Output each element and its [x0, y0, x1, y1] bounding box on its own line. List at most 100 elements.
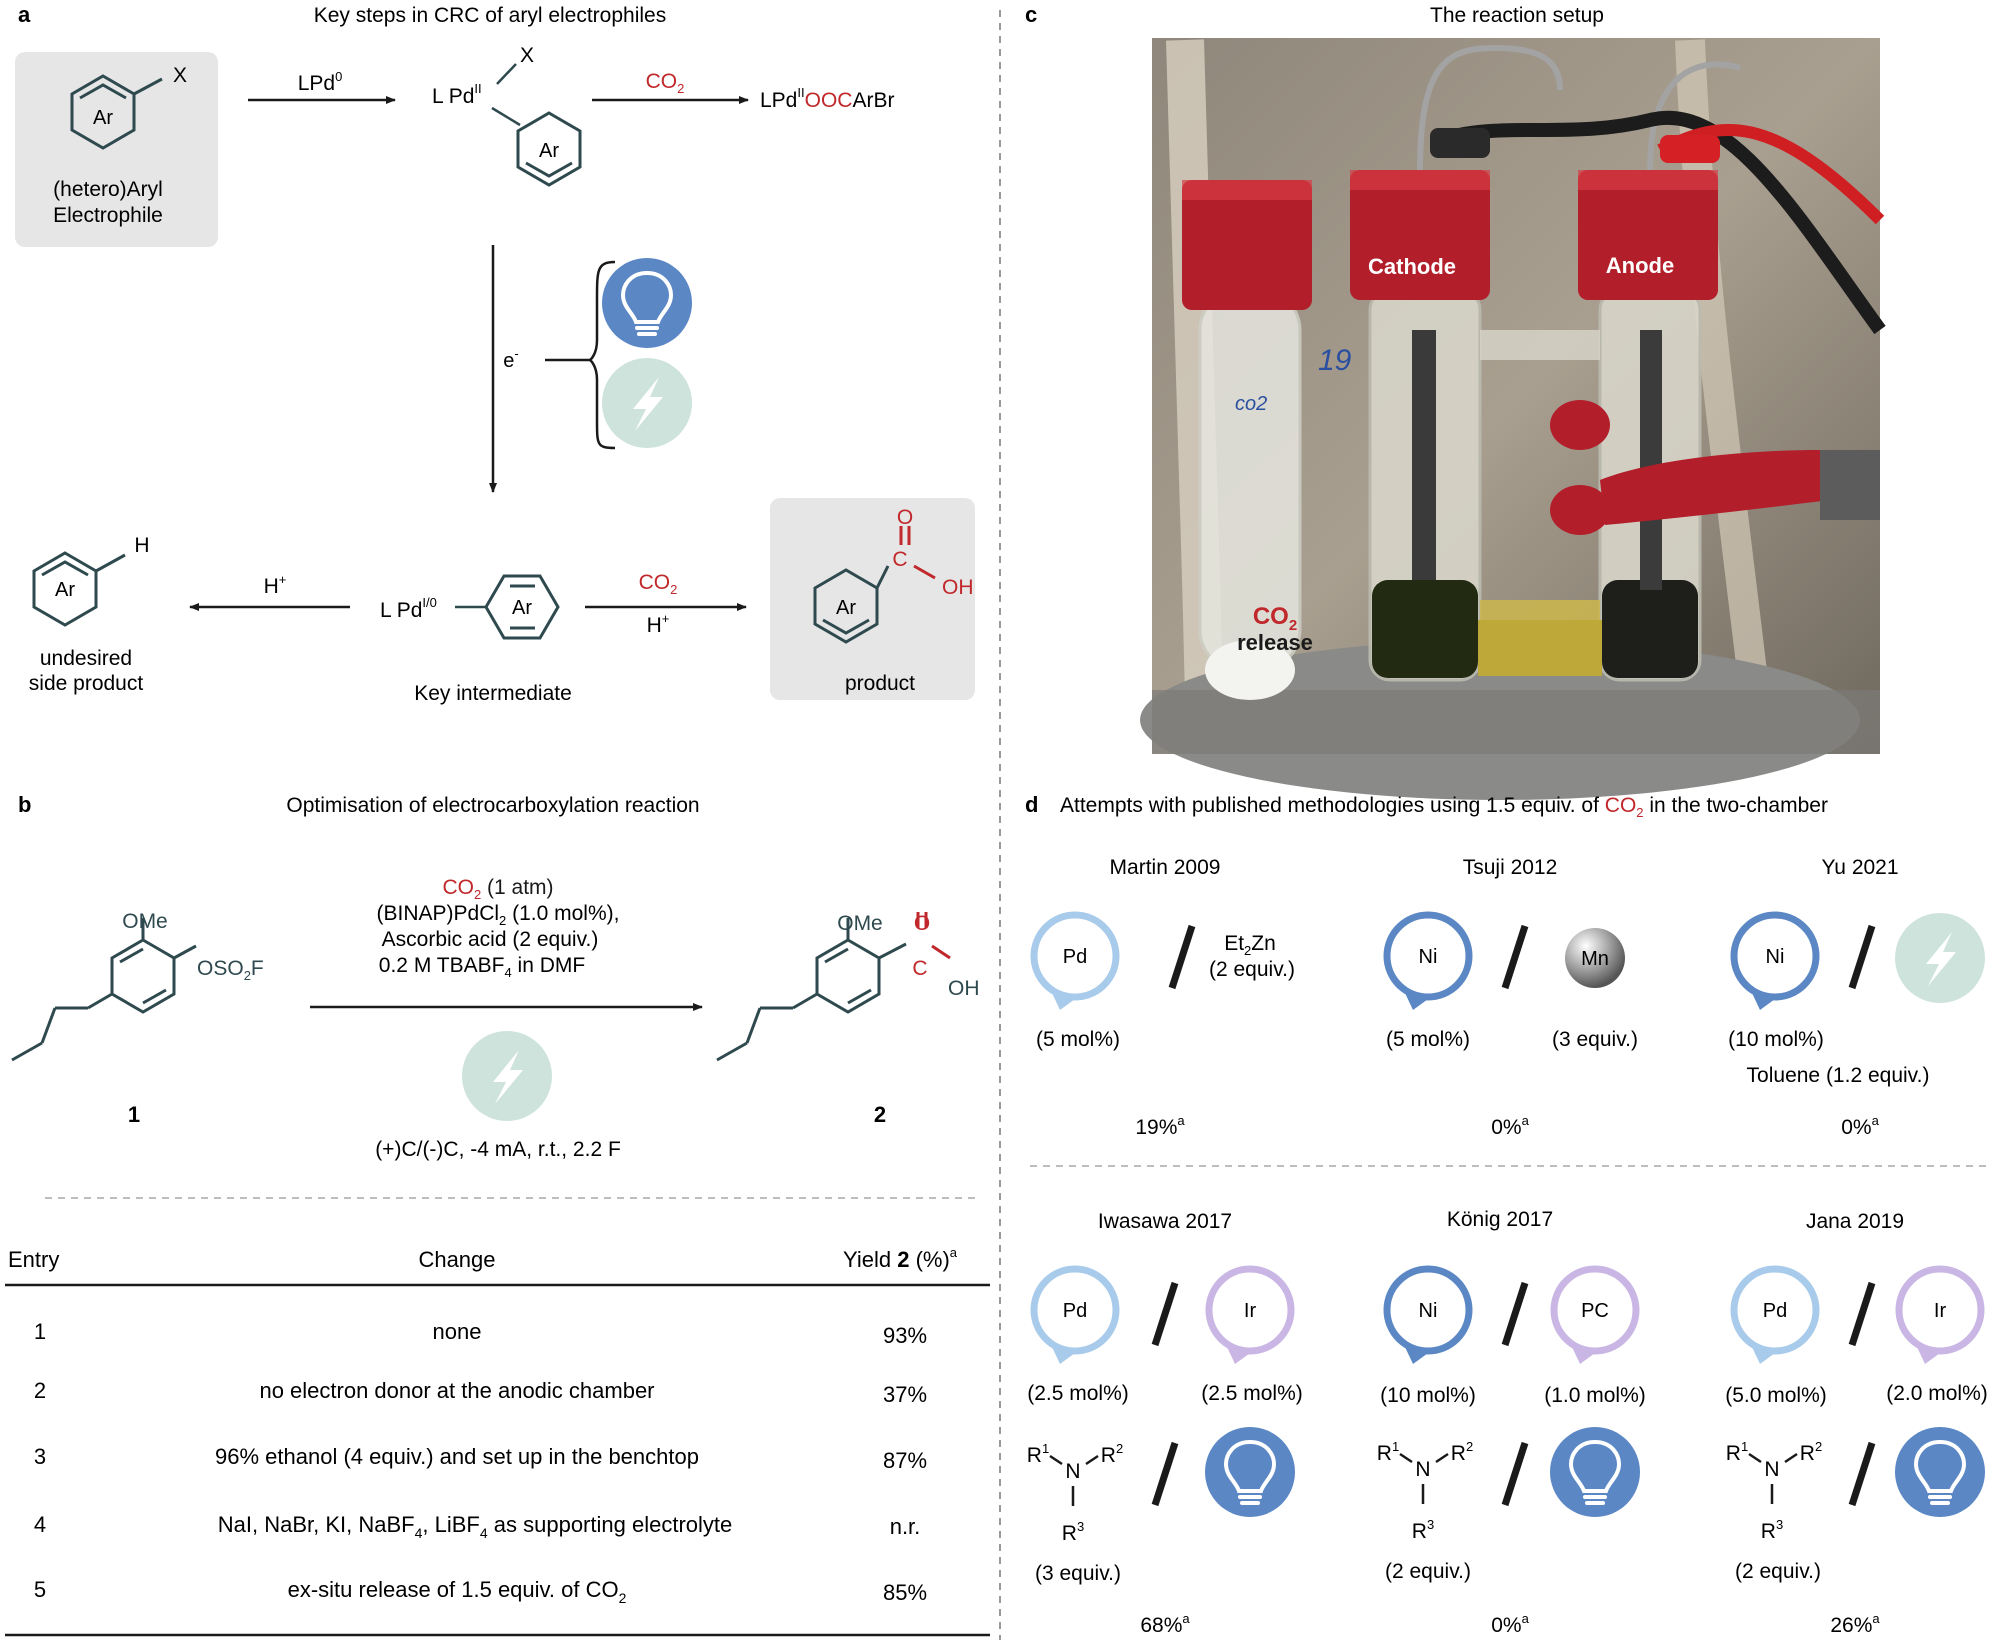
- amine-n: N: [1764, 1458, 1779, 1481]
- row-2-yield: 37%: [883, 1382, 927, 1407]
- slash-divider: [1151, 1281, 1179, 1347]
- anode-label: Anode: [1606, 253, 1674, 278]
- pd-x: X: [520, 44, 534, 67]
- panel-a-title: Key steps in CRC of aryl electrophiles: [314, 4, 666, 27]
- substrate-box: [15, 52, 218, 247]
- red-clip: [1660, 135, 1720, 163]
- pd-ring-label: Ar: [539, 140, 559, 162]
- anode-electrode: [1640, 330, 1662, 590]
- row-3-yield: 87%: [883, 1448, 927, 1473]
- catalyst-amount: (5 mol%): [1386, 1028, 1470, 1051]
- partner-label: Ir: [1244, 1300, 1257, 1322]
- electron-label: e-: [503, 346, 518, 372]
- partner-label: Mn: [1581, 948, 1609, 970]
- catalyst-amount: (10 mol%): [1380, 1384, 1476, 1407]
- product-label: product: [845, 672, 915, 695]
- amine-amount: (3 equiv.): [1035, 1562, 1121, 1585]
- release-tube-cap: [1182, 180, 1312, 310]
- electrochemistry-icon: [462, 1031, 552, 1121]
- partner-label: Et2Zn: [1224, 932, 1276, 958]
- panel-c-title: The reaction setup: [1430, 4, 1604, 27]
- method-yield: 0%a: [1841, 1113, 1879, 1139]
- product-box: [770, 498, 975, 700]
- panel-a: a Key steps in CRC of aryl electrophiles…: [15, 2, 975, 705]
- product-2-o: O: [914, 912, 930, 935]
- method-tsuji-2012: Tsuji 2012 Ni Mn (5 mol%) (3 equiv.) 0%a: [1383, 856, 1638, 1139]
- light-bulb-icon: [1893, 1425, 1987, 1519]
- amine-r3: R3: [1062, 1519, 1084, 1545]
- arrow1-label: LPd0: [298, 69, 343, 95]
- pd-complex-label: L PdII: [432, 81, 482, 108]
- amine-r3: R3: [1412, 1517, 1434, 1543]
- side-label-2: side product: [29, 672, 144, 695]
- panel-b-letter: b: [18, 792, 31, 817]
- co2-release-label: release: [1237, 630, 1313, 655]
- table-row: 3 96% ethanol (4 equiv.) and set up in t…: [34, 1444, 927, 1473]
- cathode-cap: [1350, 170, 1490, 300]
- condition-co2: CO2 (1 atm): [442, 876, 553, 902]
- row-4-change: NaI, NaBr, KI, NaBF4, LiBF4 as supportin…: [218, 1512, 732, 1541]
- partner-amount: (2.0 mol%): [1886, 1382, 1988, 1405]
- catalyst-label: Pd: [1063, 1300, 1087, 1322]
- amine-r1: R1: [1377, 1439, 1399, 1465]
- condition-reductant: Ascorbic acid (2 equiv.): [382, 928, 599, 951]
- black-lead: [1437, 110, 1886, 335]
- amine-r2: R2: [1101, 1441, 1123, 1467]
- product-ring: [813, 568, 879, 644]
- panel-b: b Optimisation of electrocarboxylation r…: [5, 792, 990, 1637]
- lightning-icon: [1895, 913, 1985, 1003]
- substrate-label-2: Electrophile: [53, 204, 163, 227]
- product-2: OMe O C OH 2: [716, 912, 980, 1127]
- panel-c: c The reaction setup: [1025, 2, 1886, 800]
- product-oh: OH: [942, 576, 974, 599]
- tube-note: co2: [1235, 393, 1267, 415]
- slash-divider: [1501, 1281, 1529, 1347]
- intermediate-ring: [484, 574, 560, 640]
- light-bulb-icon: [600, 256, 694, 350]
- compound-1-number: 1: [128, 1102, 140, 1127]
- protonation-label: H+: [264, 572, 287, 598]
- cathode-label: Cathode: [1368, 254, 1456, 279]
- tube-marking: 19: [1318, 344, 1352, 377]
- panel-c-letter: c: [1025, 2, 1037, 27]
- black-clip: [1430, 128, 1490, 158]
- method-yield: 68%a: [1140, 1611, 1190, 1637]
- side-ring-label: Ar: [55, 579, 75, 601]
- method-yu-2021: Yu 2021 Ni (10 mol%) Toluene (1.2 equiv.…: [1728, 856, 1985, 1139]
- method-name: König 2017: [1447, 1208, 1553, 1231]
- panel-a-letter: a: [18, 2, 31, 27]
- slash-divider: [1501, 924, 1529, 990]
- row-5-yield: 85%: [883, 1580, 927, 1605]
- panel-d-letter: d: [1025, 792, 1038, 817]
- compound-2-number: 2: [874, 1102, 886, 1127]
- row-5-change: ex-situ release of 1.5 equiv. of CO2: [288, 1577, 627, 1606]
- starting-material-1: OMe OSO2F 1: [11, 910, 264, 1127]
- table-header-yield: Yield 2 (%)a: [843, 1245, 958, 1272]
- row-1-yield: 93%: [883, 1323, 927, 1348]
- substrate-x: X: [173, 64, 187, 87]
- method-name: Iwasawa 2017: [1098, 1210, 1232, 1233]
- slash-divider: [1151, 1441, 1179, 1507]
- table-row: 2 no electron donor at the anodic chambe…: [34, 1378, 927, 1407]
- reaction-setup-photo: Cathode Anode 19 co2 CO2 release: [1140, 38, 1886, 800]
- co2-release-label-co2: CO2: [1253, 603, 1297, 634]
- pd-carboxylate-label: LPdIIOOCArBr: [760, 85, 894, 112]
- product-2-oh: OH: [948, 977, 980, 1000]
- catalyst-label: Ni: [1419, 946, 1438, 968]
- table-row: 5 ex-situ release of 1.5 equiv. of CO2 8…: [34, 1577, 927, 1606]
- side-h: H: [134, 534, 149, 557]
- slash-divider: [1848, 924, 1876, 990]
- catalyst-amount: (10 mol%): [1728, 1028, 1824, 1051]
- partner-amount: (2.5 mol%): [1201, 1382, 1303, 1405]
- method-name: Yu 2021: [1821, 856, 1898, 879]
- product-o: O: [897, 506, 913, 529]
- panel-d: d Attempts with published methodologies …: [1025, 792, 1990, 1637]
- amine-r2: R2: [1451, 1439, 1473, 1465]
- row-4-entry: 4: [34, 1512, 46, 1537]
- method-jana-2019: Jana 2019 Pd Ir (5.0 mol%) (2.0 mol%) N …: [1725, 1210, 1988, 1637]
- substrate-label-1: (hetero)Aryl: [53, 178, 163, 201]
- choice-brace: [587, 260, 616, 450]
- cathode-electrode: [1412, 330, 1436, 580]
- method-yield: 0%a: [1491, 1611, 1529, 1637]
